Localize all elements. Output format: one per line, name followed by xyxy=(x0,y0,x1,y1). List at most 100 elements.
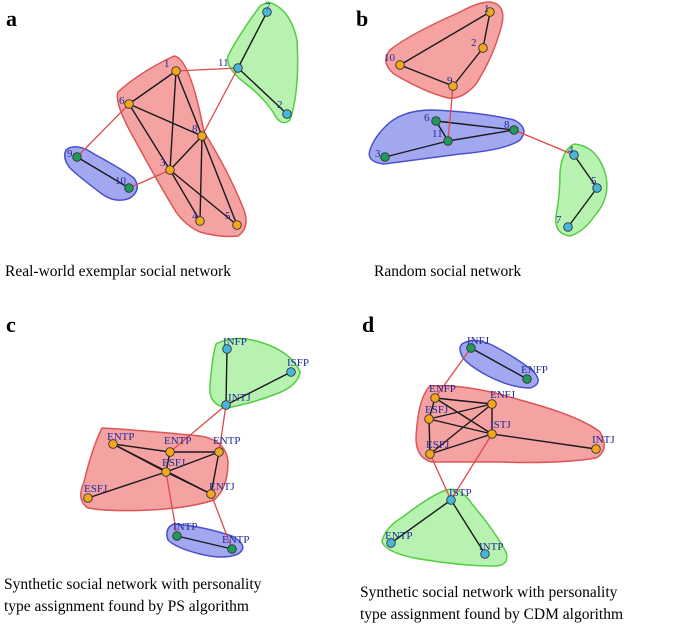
node-label-c-entp4: ENTP xyxy=(222,534,250,546)
node-a-10 xyxy=(124,183,134,193)
edge-d-ISTP-ENTP xyxy=(390,499,452,544)
edge-b-10-9 xyxy=(399,64,454,87)
edge-d-ENFP2-ISTJ xyxy=(434,397,493,435)
panel-d-caption-line2: type assignment found by CDM algorithm xyxy=(360,606,623,623)
node-label-d-entp: ENTP xyxy=(385,530,413,542)
node-a-11 xyxy=(233,63,243,73)
edge-a-1-6 xyxy=(128,70,177,105)
node-c-intj xyxy=(221,400,231,410)
node-a-6 xyxy=(124,99,134,109)
panel-c-caption-line2: type assignment found by PS algorithm xyxy=(4,598,249,615)
edge-b-2-9 xyxy=(452,47,484,87)
edge-a-3-8 xyxy=(169,135,203,171)
edge-c-INTP-ENTP4 xyxy=(176,535,233,550)
node-label-b-3: 3 xyxy=(375,148,381,160)
edge-b-5-7 xyxy=(567,187,598,228)
node-d-intp xyxy=(480,549,490,559)
panel-b-letter: b xyxy=(356,6,368,31)
edge-d-INFJ-ENFP2 xyxy=(434,347,472,399)
group-c-green xyxy=(209,337,301,409)
panel-b-caption: Random social network xyxy=(374,263,521,280)
node-a-2 xyxy=(282,109,292,119)
node-label-a-9: 9 xyxy=(67,148,73,160)
edge-a-1-11 xyxy=(175,67,239,72)
edge-b-10-1 xyxy=(399,11,491,66)
node-label-b-9: 9 xyxy=(447,75,453,87)
edge-d-ISTJ-ESFJ2 xyxy=(429,433,493,455)
edge-d-ISTJ-ISTP xyxy=(450,433,493,501)
node-a-9 xyxy=(72,152,82,162)
node-d-esfj2 xyxy=(425,449,435,459)
node-a-3 xyxy=(165,165,175,175)
node-label-d-istj: ISTJ xyxy=(490,419,512,431)
node-label-d-enfp1: ENFP xyxy=(521,364,548,376)
node-a-5 xyxy=(232,220,242,230)
edge-c-INFP-INTJ xyxy=(225,348,228,406)
edge-b-11-8 xyxy=(447,129,515,142)
edge-b-3-11 xyxy=(384,140,449,158)
group-a-red xyxy=(116,55,247,238)
node-label-c-entp1: ENTP xyxy=(107,431,135,443)
edge-d-ENFJ-ESFJ2 xyxy=(429,403,493,455)
edge-c-INTJ-ENTP3 xyxy=(218,404,227,453)
node-label-b-10: 10 xyxy=(384,52,396,64)
node-b-8 xyxy=(509,125,519,135)
node-label-a-3: 3 xyxy=(160,157,166,169)
edge-d-ISTJ-INTJ xyxy=(491,433,597,450)
panel-d-caption-line1: Synthetic social network with personalit… xyxy=(360,584,618,601)
node-b-2 xyxy=(478,43,488,53)
node-c-entp4 xyxy=(227,544,237,554)
node-label-b-1: 1 xyxy=(484,3,490,15)
group-b-red xyxy=(385,1,504,99)
node-a-1 xyxy=(171,66,181,76)
node-c-esfj2 xyxy=(83,493,93,503)
edge-d-ESFJ1-ISTJ xyxy=(428,418,493,435)
node-d-enfj xyxy=(487,399,497,409)
node-c-entp1 xyxy=(108,439,118,449)
node-label-b-4: 4 xyxy=(568,144,574,156)
node-label-b-11: 11 xyxy=(432,128,443,140)
edge-c-ENTP1-ENTJ xyxy=(112,443,212,495)
node-b-4 xyxy=(569,150,579,160)
edge-a-6-8 xyxy=(128,103,203,137)
group-a-green xyxy=(226,1,299,124)
panel-a-letter: a xyxy=(6,6,17,31)
edge-d-INFJ-ENFP1 xyxy=(470,347,528,380)
edge-b-1-2 xyxy=(482,11,491,49)
edge-b-8-4 xyxy=(513,129,575,156)
node-d-intj xyxy=(591,444,601,454)
edge-b-9-11 xyxy=(447,85,454,142)
edge-a-8-11 xyxy=(201,67,239,137)
node-label-c-entp3: ENTP xyxy=(213,435,241,447)
panel-c-letter: c xyxy=(6,312,16,337)
node-c-isfp xyxy=(286,367,296,377)
edge-a-8-5 xyxy=(201,135,238,226)
group-d-green xyxy=(381,488,508,567)
edge-a-6-3 xyxy=(128,103,171,171)
node-c-intp xyxy=(172,531,182,541)
node-d-istj xyxy=(487,429,497,439)
edge-a-3-4 xyxy=(169,169,201,222)
edge-a-11-7 xyxy=(237,11,268,69)
node-d-enfp2 xyxy=(430,393,440,403)
node-label-b-5: 5 xyxy=(591,175,597,187)
node-label-d-enfj: ENFJ xyxy=(490,389,516,401)
node-label-c-esfj1: ESFJ xyxy=(162,457,186,469)
node-label-b-8: 8 xyxy=(504,119,510,131)
node-c-infp xyxy=(222,344,232,354)
edge-c-ESFJ1-INTP xyxy=(165,471,178,537)
node-c-esfj1 xyxy=(161,467,171,477)
edge-a-1-3 xyxy=(169,70,177,171)
edge-b-6-8 xyxy=(435,120,515,131)
edge-c-INTJ-ENTP2 xyxy=(169,404,227,453)
node-label-d-esfj1: ESFJ xyxy=(425,404,449,416)
node-d-entp xyxy=(386,538,396,548)
node-label-a-8: 8 xyxy=(192,123,198,135)
node-d-istp xyxy=(446,495,456,505)
node-label-c-infp: INFP xyxy=(223,336,247,348)
node-b-6 xyxy=(431,116,441,126)
edge-c-ENTP3-ENTJ xyxy=(210,451,220,495)
